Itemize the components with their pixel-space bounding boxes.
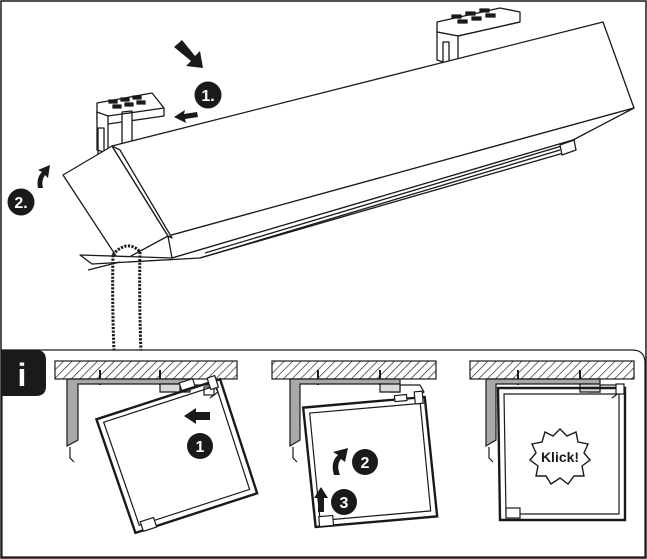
info-panel: i 1 bbox=[1, 349, 646, 558]
detail-step-3-label: 3 bbox=[340, 495, 349, 512]
mounting-bracket-left bbox=[96, 92, 165, 166]
main-step-1-label: 1. bbox=[201, 88, 214, 105]
info-icon-label: i bbox=[18, 357, 27, 393]
detail-view-1 bbox=[54, 360, 259, 535]
arrow-icon bbox=[174, 40, 203, 68]
detail-step-2-badge: 2 bbox=[352, 449, 378, 475]
detail-view-2 bbox=[271, 360, 439, 529]
main-step-2-badge: 2. bbox=[7, 188, 35, 216]
arrow-icon bbox=[174, 110, 198, 123]
chain-icon bbox=[111, 244, 143, 353]
detail-step-1-label: 1 bbox=[196, 439, 205, 456]
detail-step-3-badge: 3 bbox=[331, 489, 357, 515]
detail-step-2-label: 2 bbox=[361, 455, 370, 472]
main-step-1-badge: 1. bbox=[194, 81, 222, 109]
klick-label: Klick! bbox=[541, 449, 579, 465]
rotate-arrow-icon bbox=[37, 165, 50, 188]
rotate-arrow-icon bbox=[332, 448, 348, 475]
hatching-ceiling bbox=[271, 360, 437, 380]
hatching-ceiling bbox=[54, 360, 238, 380]
detail-view-3 bbox=[469, 360, 635, 522]
hatching-ceiling bbox=[469, 360, 635, 380]
main-illustration bbox=[37, 7, 635, 353]
klick-burst bbox=[528, 428, 592, 485]
detail-step-1-badge: 1 bbox=[187, 433, 213, 459]
arrow-icon bbox=[314, 487, 328, 512]
main-step-2-label: 2. bbox=[14, 195, 27, 212]
blind-cassette bbox=[62, 21, 635, 271]
mounting-bracket-right bbox=[436, 7, 521, 68]
info-icon bbox=[2, 350, 46, 396]
arrow-icon bbox=[184, 408, 210, 424]
